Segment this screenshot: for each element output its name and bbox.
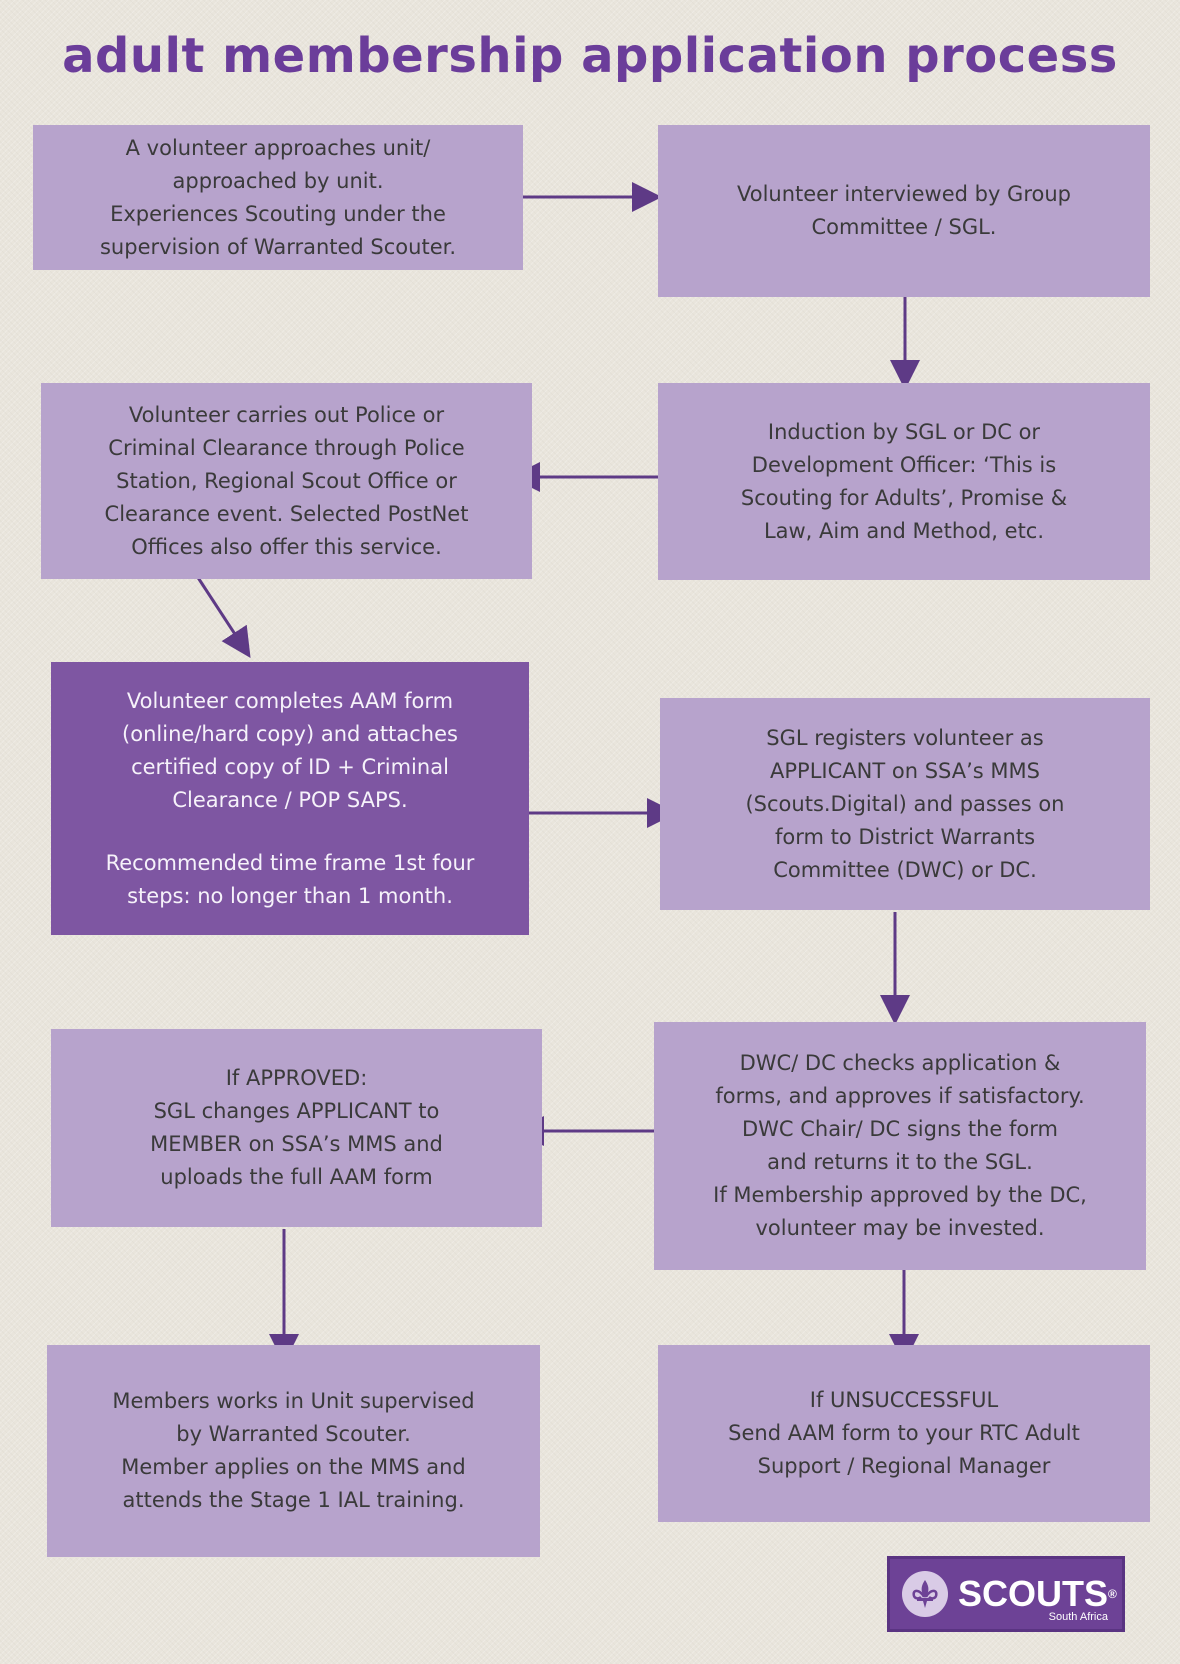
step-text: If Membership approved by the DC, — [713, 1183, 1087, 1207]
step-text: volunteer may be invested. — [755, 1216, 1045, 1240]
step-text: Station, Regional Scout Office or — [116, 468, 457, 493]
step-text: Committee / SGL. — [811, 215, 997, 239]
step-text: Offices also offer this service. — [131, 534, 442, 559]
step-text: Development Officer: ‘This is — [751, 452, 1057, 477]
step-text: Volunteer completes AAM form — [126, 688, 454, 713]
step-aam-form: Volunteer completes AAM form (online/har… — [51, 662, 529, 935]
step-text: SGL registers volunteer as — [766, 725, 1044, 750]
logo-brand-text: SCOUTS® — [958, 1576, 1117, 1612]
step-text: DWC/ DC checks application & — [739, 1051, 1061, 1075]
step-text: Induction by SGL or DC or — [767, 419, 1041, 444]
step-approved: If APPROVED: SGL changes APPLICANT to ME… — [51, 1029, 542, 1227]
page-title: adult membership application process — [62, 28, 1118, 84]
arrow-clearance-to-aam — [193, 572, 251, 659]
step-text: Send AAM form to your RTC Adult — [728, 1421, 1080, 1445]
step-text: DWC Chair/ DC signs the form — [742, 1117, 1058, 1141]
step-text: form to District Warrants — [774, 824, 1036, 849]
step-text: Criminal Clearance through Police — [108, 435, 465, 460]
step-text: SGL changes APPLICANT to — [153, 1099, 440, 1123]
step-member-works: Members works in Unit supervised by Warr… — [47, 1345, 540, 1557]
time-frame-note: Recommended time frame 1st four — [105, 850, 475, 875]
step-interview: Volunteer interviewed by Group Committee… — [658, 125, 1150, 297]
step-text: Member applies on the MMS and — [121, 1455, 466, 1479]
logo-registered-mark: ® — [1108, 1587, 1117, 1601]
step-text: Law, Aim and Method, etc. — [763, 518, 1045, 543]
step-text: MEMBER on SSA’s MMS and — [150, 1132, 443, 1156]
step-text: uploads the full AAM form — [160, 1165, 433, 1189]
step-text: (online/hard copy) and attaches — [122, 721, 458, 746]
step-text: certified copy of ID + Criminal — [131, 754, 449, 779]
step-criminal-clearance: Volunteer carries out Police or Criminal… — [41, 383, 532, 579]
step-dwc-check: DWC/ DC checks application & forms, and … — [654, 1022, 1146, 1270]
step-text: Volunteer interviewed by Group — [736, 182, 1071, 206]
logo-brand: SCOUTS — [958, 1573, 1109, 1614]
step-text: If APPROVED: — [225, 1066, 368, 1090]
step-text: attends the Stage 1 IAL training. — [122, 1488, 465, 1512]
logo-subtitle: South Africa — [1048, 1611, 1108, 1623]
time-frame-note: steps: no longer than 1 month. — [127, 883, 453, 908]
step-text: and returns it to the SGL. — [767, 1150, 1033, 1174]
step-text: Clearance / POP SAPS. — [172, 787, 408, 812]
step-text: forms, and approves if satisfactory. — [715, 1084, 1085, 1108]
step-text: A volunteer approaches unit/ — [125, 135, 431, 160]
step-text: Scouting for Adults’, Promise & — [740, 485, 1068, 510]
step-text: (Scouts.Digital) and passes on — [745, 791, 1065, 816]
step-text: Clearance event. Selected PostNet — [104, 501, 469, 526]
step-text: supervision of Warranted Scouter. — [99, 234, 456, 259]
step-register-applicant: SGL registers volunteer as APPLICANT on … — [660, 698, 1150, 910]
step-text: If UNSUCCESSFUL — [809, 1388, 999, 1412]
scouts-south-africa-logo: SCOUTS® South Africa — [887, 1556, 1125, 1632]
step-text: Committee (DWC) or DC. — [773, 857, 1037, 882]
fleur-de-lis-icon — [902, 1571, 948, 1617]
step-text: Experiences Scouting under the — [110, 201, 446, 226]
step-volunteer-approach: A volunteer approaches unit/ approached … — [33, 125, 523, 270]
step-text: by Warranted Scouter. — [176, 1422, 411, 1446]
step-text: Members works in Unit supervised — [112, 1389, 475, 1413]
step-induction: Induction by SGL or DC or Development Of… — [658, 383, 1150, 580]
step-text: APPLICANT on SSA’s MMS — [770, 758, 1040, 783]
step-text: Support / Regional Manager — [757, 1454, 1051, 1478]
step-unsuccessful: If UNSUCCESSFUL Send AAM form to your RT… — [658, 1345, 1150, 1522]
step-text: approached by unit. — [172, 168, 384, 193]
step-text: Volunteer carries out Police or — [128, 402, 445, 427]
